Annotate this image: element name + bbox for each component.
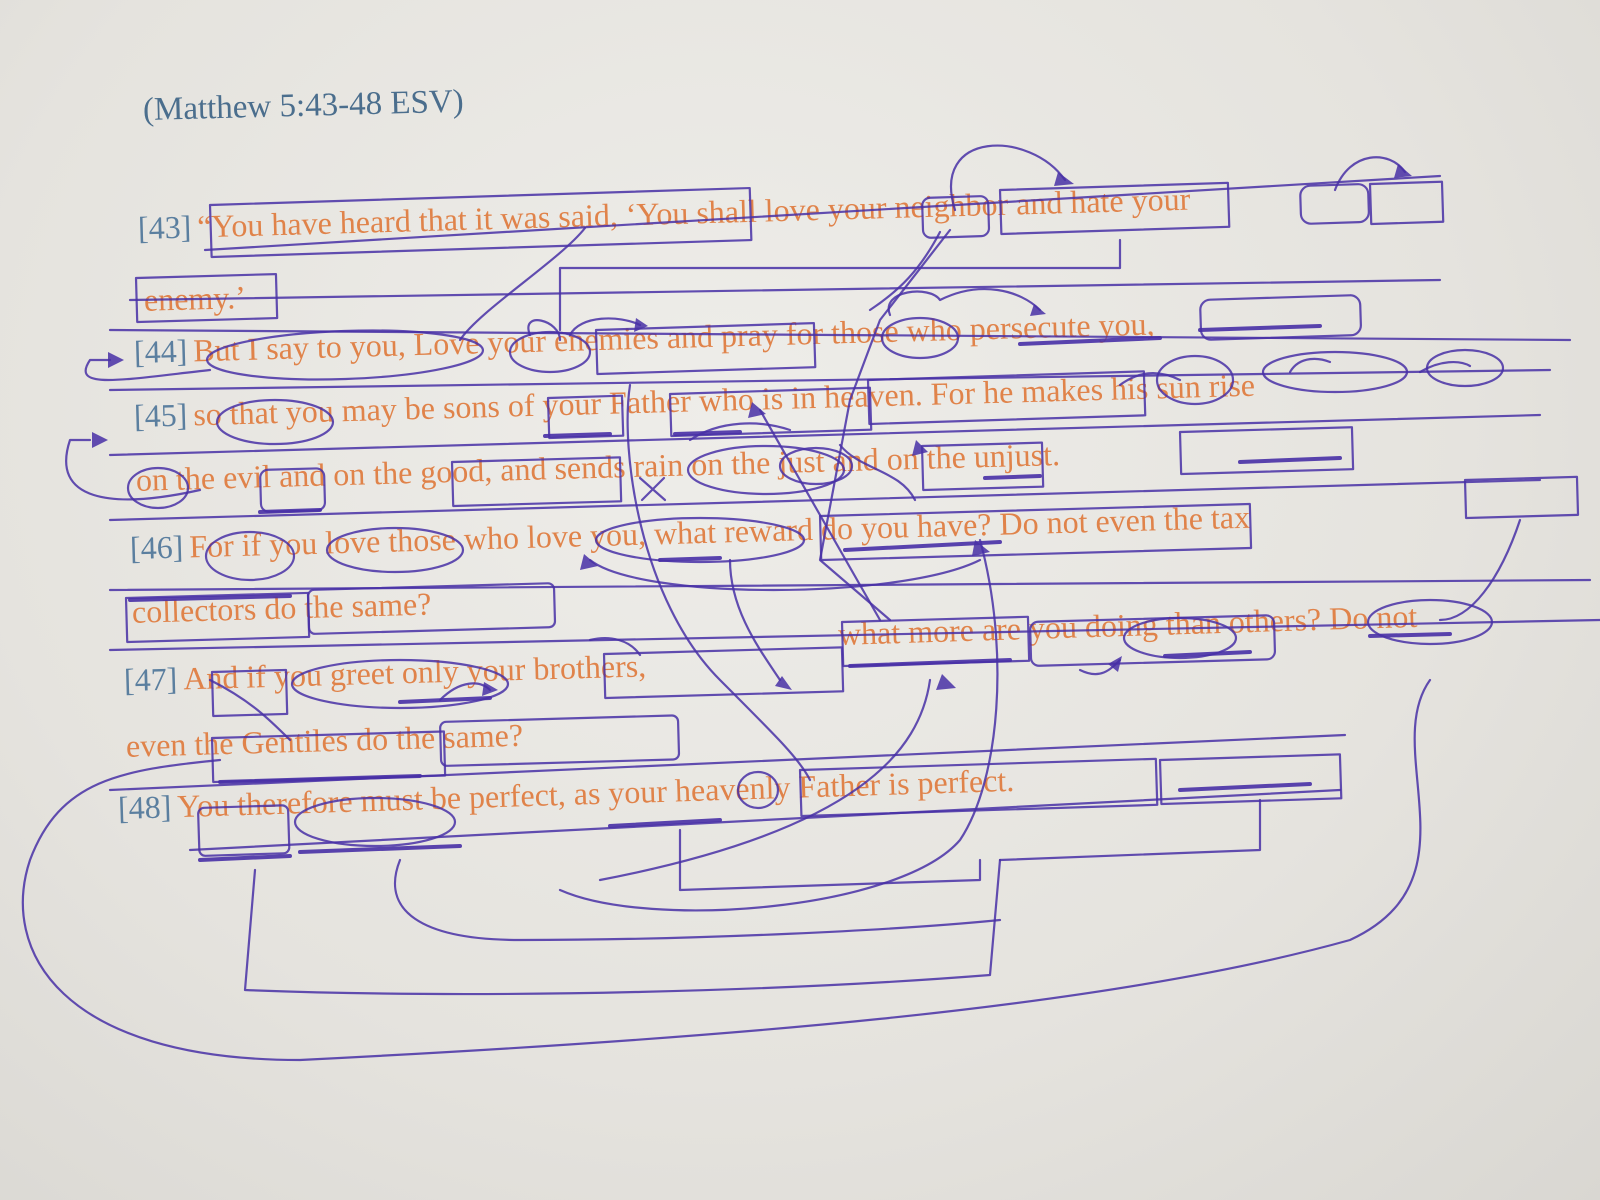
verse-text: so that you may be sons of your Father w…: [192, 366, 1256, 433]
ink-box: [1368, 180, 1445, 226]
ink-underline: [658, 556, 722, 562]
ink-loop: [394, 858, 1002, 942]
verse-text: even the Gentiles do the same?: [125, 716, 524, 764]
arrowhead-icon: [775, 676, 792, 690]
arrowhead-icon: [580, 554, 598, 570]
arrowhead-icon: [92, 432, 108, 448]
passage-reference: (Matthew 5:43-48 ESV): [142, 83, 465, 128]
arrowhead-icon: [108, 352, 124, 368]
verse-number: [44]: [133, 332, 188, 370]
ink-box: [1158, 753, 1343, 806]
ink-connector: [558, 538, 999, 912]
verse-46-line-1: [46]For if you love those who love you, …: [129, 499, 1250, 567]
verse-number: [125, 594, 126, 630]
ink-connector: [868, 230, 942, 312]
ink-circle: [1261, 350, 1409, 394]
verse-number: [137, 282, 138, 318]
ink-loop: [998, 798, 1262, 862]
arrowhead-icon: [1108, 656, 1122, 672]
ink-underline: [298, 844, 462, 854]
verse-text: You therefore must be perfect, as your h…: [176, 761, 1015, 825]
ink-connector: [588, 558, 982, 592]
verse-number: [43]: [137, 208, 192, 246]
ink-underline: [1238, 456, 1342, 464]
arrowhead-icon: [936, 674, 956, 690]
ink-underline: [543, 432, 612, 438]
verse-text: But I say to you, Love your enemies and …: [192, 305, 1155, 369]
verse-47-line-2: even the Gentiles do the same?: [119, 717, 523, 765]
ink-underline: [198, 854, 292, 862]
ink-rule: [128, 278, 1442, 302]
ink-underline: [848, 658, 1012, 668]
ink-loop: [243, 858, 1002, 996]
verse-text: For if you love those who love you, what…: [188, 498, 1251, 565]
verse-text: And if you greet only your brothers,: [182, 647, 647, 697]
verse-text: “You have heard that it was said, ‘You s…: [196, 180, 1191, 245]
ink-underline: [983, 474, 1042, 480]
ink-connector: [1288, 357, 1332, 374]
verse-text: enemy.’: [143, 278, 247, 318]
verse-number: [45]: [133, 396, 188, 434]
verse-47-line-1: [47]And if you greet only your brothers,: [123, 647, 646, 699]
ink-box: [1299, 183, 1370, 225]
ink-box: [1178, 426, 1355, 476]
ink-underline: [673, 430, 742, 436]
verse-number: [48]: [117, 788, 172, 826]
verse-43-line-2: enemy.’: [137, 279, 246, 319]
ink-box: [1199, 294, 1362, 341]
ink-underline: [398, 696, 492, 704]
verse-45-line-2: on the evil and on the good, and sends r…: [129, 436, 1060, 499]
verse-text: on the evil and on the good, and sends r…: [135, 436, 1061, 498]
ink-underline: [1163, 650, 1252, 658]
verse-43-line-1: [43]“You have heard that it was said, ‘Y…: [137, 181, 1190, 247]
ink-underline: [608, 818, 722, 828]
ink-connector: [688, 422, 792, 442]
ink-loop: [678, 828, 982, 892]
ink-underline: [1198, 324, 1322, 332]
ink-underline: [1178, 782, 1312, 792]
ink-connector: [818, 228, 952, 622]
ink-connector: [1418, 360, 1472, 374]
ink-connector: [1078, 658, 1122, 676]
arrowhead-icon: [1394, 164, 1412, 178]
verse-46-line-2: collectors do the same?: [125, 585, 431, 631]
ink-arrow-curve: [1333, 156, 1407, 192]
verse-number: [129, 462, 130, 498]
verse-text: what more are you doing than others? Do …: [837, 597, 1418, 652]
ink-loop: [1438, 518, 1522, 622]
verse-45-line-1: [45]so that you may be sons of your Fath…: [133, 367, 1255, 435]
verse-47-line-tail: what more are you doing than others? Do …: [837, 598, 1417, 653]
verse-44-line: [44]But I say to you, Love your enemies …: [133, 306, 1154, 371]
ink-circle: [1425, 348, 1505, 388]
verse-number: [119, 728, 120, 764]
verse-number: [47]: [123, 660, 178, 698]
ink-connector: [728, 558, 782, 682]
verse-number: [46]: [129, 528, 184, 566]
ink-underline: [258, 508, 322, 514]
verse-text: collectors do the same?: [131, 585, 432, 630]
verse-48-line: [48]You therefore must be perfect, as yo…: [117, 762, 1014, 827]
ink-box: [1463, 475, 1580, 520]
